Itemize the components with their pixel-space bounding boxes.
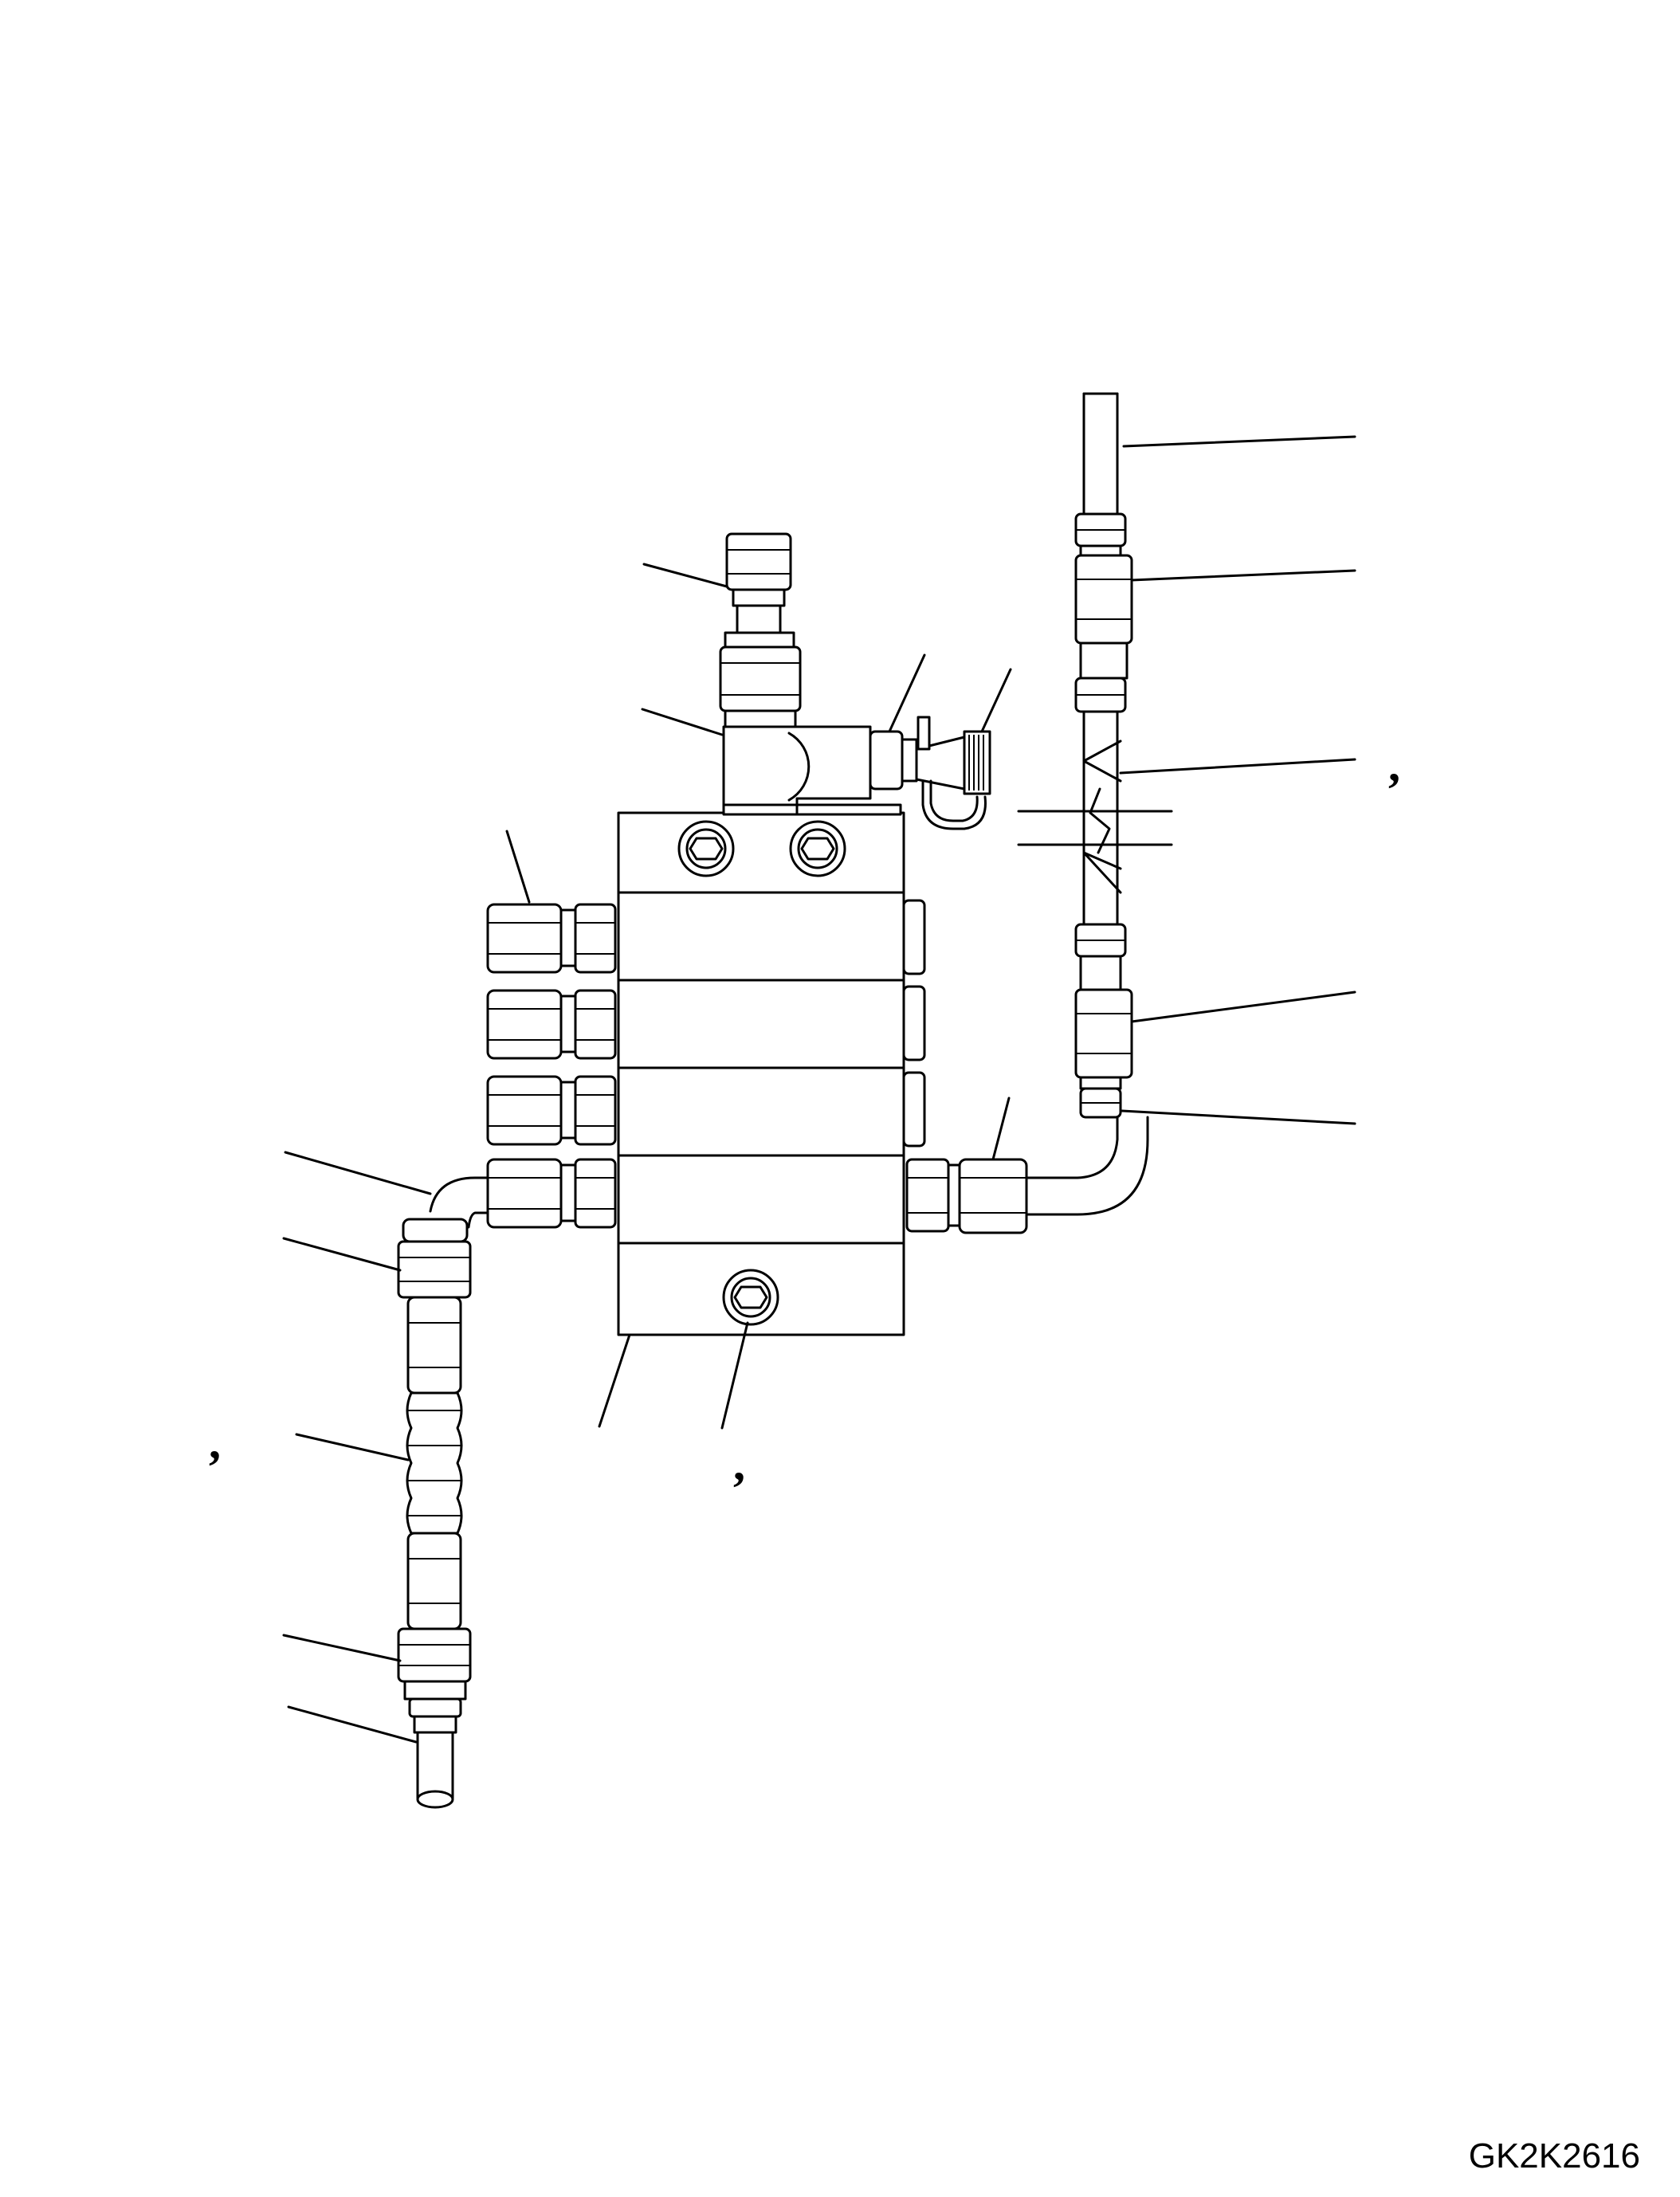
right-tube: [905, 392, 1173, 1234]
left-hose: [397, 1176, 489, 1809]
comma-mark: ,: [1388, 739, 1400, 791]
manifold-block: [617, 811, 926, 1336]
hex-socket-bolt: [722, 1269, 779, 1326]
grease-nipple-cap: [915, 716, 991, 830]
leader-lines: [282, 435, 1356, 1744]
top-elbow-assembly: [719, 532, 918, 816]
comma-mark: ,: [733, 1438, 745, 1490]
hex-socket-bolt: [789, 820, 846, 877]
comma-mark: ,: [209, 1416, 221, 1469]
drawing-code: GK2K2616: [1469, 2136, 1640, 2175]
left-fittings: [486, 903, 617, 1229]
hex-socket-bolt: [677, 820, 735, 877]
